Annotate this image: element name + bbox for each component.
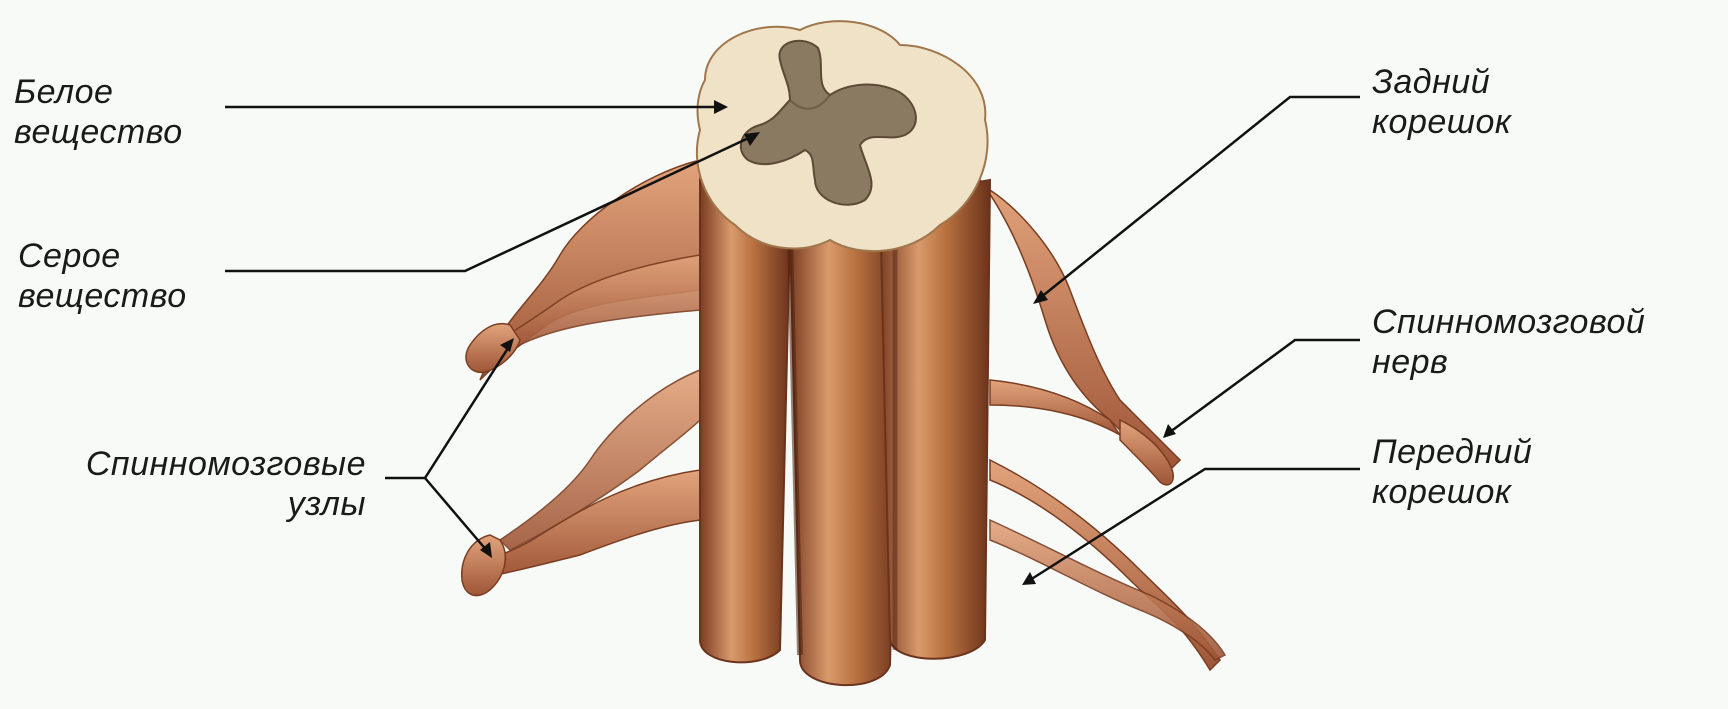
label-spinal-ganglia-line2: узлы (14, 484, 366, 524)
label-white-matter-line2: вещество (14, 112, 183, 152)
label-gray-matter-line2: вещество (18, 276, 187, 316)
label-anterior-root-line2: корешок (1372, 472, 1532, 512)
label-spinal-nerve: Спинномозговой нерв (1372, 302, 1645, 382)
label-posterior-root: Задний корешок (1372, 62, 1511, 142)
label-gray-matter: Серое вещество (18, 236, 187, 316)
label-gray-matter-line1: Серое (18, 236, 187, 276)
label-posterior-root-line1: Задний (1372, 62, 1511, 102)
label-anterior-root-line1: Передний (1372, 432, 1532, 472)
label-white-matter-line1: Белое (14, 72, 183, 112)
right-nerve-roots (980, 180, 1225, 670)
spinal-cord-columns (700, 180, 990, 685)
label-anterior-root: Передний корешок (1372, 432, 1532, 512)
cross-section (697, 21, 988, 251)
label-spinal-nerve-line2: нерв (1372, 342, 1645, 382)
label-spinal-ganglia: Спинномозговые узлы (14, 444, 366, 524)
left-nerve-roots (462, 160, 700, 596)
label-spinal-nerve-line1: Спинномозговой (1372, 302, 1645, 342)
leader-ganglia-lower (425, 478, 488, 552)
arrowhead-spinal-nerve (1163, 424, 1176, 438)
label-spinal-ganglia-line1: Спинномозговые (14, 444, 366, 484)
leader-posterior-root (1040, 97, 1360, 298)
leader-spinal-nerve (1170, 340, 1360, 432)
label-white-matter: Белое вещество (14, 72, 183, 152)
label-posterior-root-line2: корешок (1372, 102, 1511, 142)
